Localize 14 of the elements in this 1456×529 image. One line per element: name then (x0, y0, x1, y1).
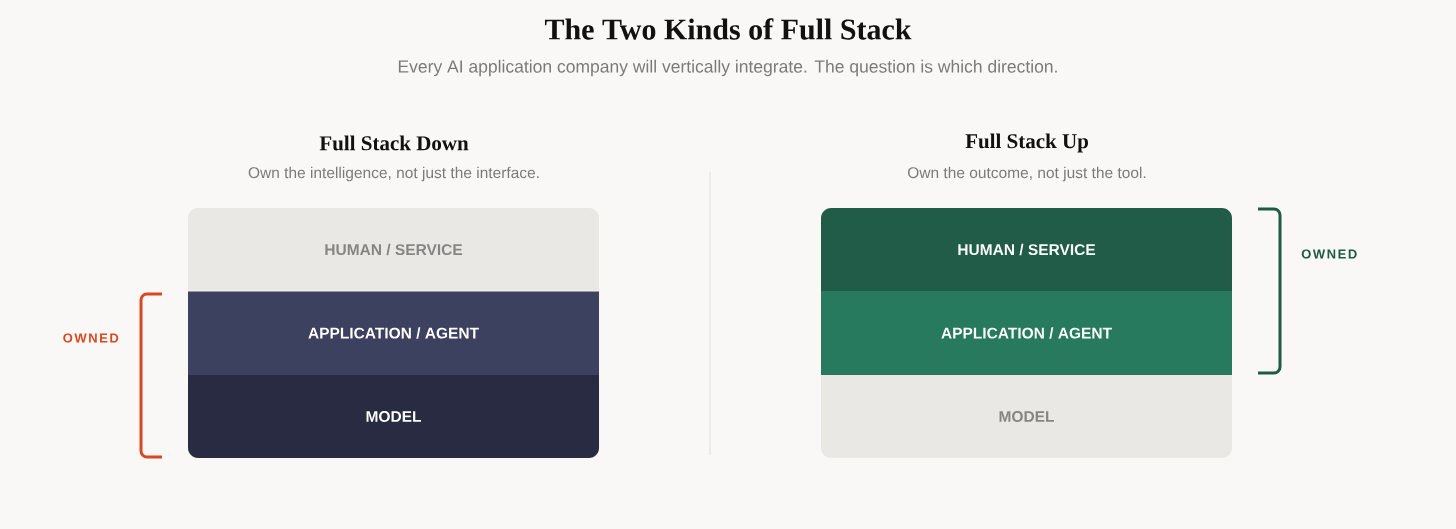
stack-layer: APPLICATION / AGENT (821, 291, 1232, 375)
column-heading: Full Stack Up (965, 133, 1088, 153)
stack-layer: MODEL (821, 375, 1232, 458)
stack-layer: HUMAN / SERVICE (821, 208, 1232, 291)
column-subtitle: Own the outcome, not just the tool. (908, 166, 1146, 182)
stack-layer: HUMAN / SERVICE (188, 208, 599, 291)
subtitle: Every AI application company will vertically integrate. The question is which direction. (398, 59, 1057, 77)
title: The Two Kinds of Full Stack (544, 18, 912, 40)
bracket-label: OWNED (1301, 249, 1357, 259)
stack-layer: MODEL (188, 375, 599, 458)
bracket-label: OWNED (63, 333, 119, 343)
column-subtitle: Own the intelligence, not just the interface. (248, 166, 539, 182)
column-heading: Full Stack Down (319, 135, 469, 151)
stack-layer: APPLICATION / AGENT (188, 291, 599, 375)
